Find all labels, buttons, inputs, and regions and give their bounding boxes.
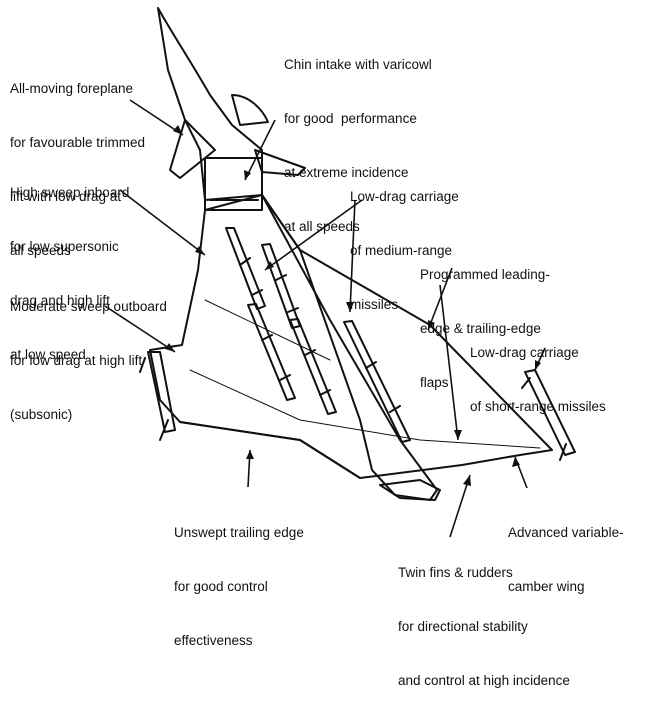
arrowhead-medium-missile-b — [346, 302, 354, 312]
missile-3 — [247, 303, 296, 401]
label-trailing-edge: Unswept trailing edge for good control e… — [174, 525, 304, 648]
foreplane-left — [169, 119, 216, 179]
leader-flaps-a — [427, 267, 453, 331]
fuselage-belly — [261, 194, 438, 501]
aircraft-illustration — [104, 7, 576, 538]
missile-5 — [343, 320, 411, 443]
label-short-missiles: Low-drag carriage of short-range missile… — [470, 345, 606, 414]
arrowhead-intake — [244, 170, 251, 180]
arrowhead-medium-missile-a — [265, 261, 274, 270]
label-intake: Chin intake with varicowl for good perfo… — [284, 57, 432, 234]
wingtip-missile-right — [521, 369, 576, 461]
canopy — [231, 94, 269, 126]
arrowhead-foreplane — [173, 125, 183, 135]
leader-intake — [244, 119, 276, 181]
arrowhead-camber-wing — [512, 457, 520, 467]
leader-medium-missile-a — [264, 199, 363, 271]
label-medium-missiles: Low-drag carriage of medium-range missil… — [350, 189, 459, 312]
twin-fins — [379, 479, 441, 501]
leader-foreplane — [129, 99, 184, 136]
label-high-sweep: High sweep inboard for low supersonic dr… — [10, 185, 130, 362]
arrowhead-short-missiles — [535, 360, 541, 370]
label-foreplane: All-moving foreplane for favourable trim… — [10, 81, 146, 258]
flap-lines — [189, 299, 541, 449]
foreplane-right — [254, 149, 306, 176]
chin-intake — [204, 157, 263, 211]
wingtip-missile-left — [139, 351, 176, 441]
arrowhead-fins — [463, 475, 471, 486]
arrowhead-flaps-a — [428, 320, 435, 330]
label-fins: Twin fins & rudders for directional stab… — [398, 565, 570, 688]
arrowhead-moderate-sweep — [165, 343, 175, 352]
trailing-edge-line — [179, 421, 361, 479]
leader-flaps-b — [439, 284, 459, 441]
leader-high-sweep — [119, 189, 206, 256]
leader-fins — [449, 474, 471, 538]
arrowhead-flaps-b — [454, 430, 462, 440]
arrowhead-trailing-edge — [246, 450, 254, 459]
leader-moderate-sweep — [104, 305, 176, 353]
leader-medium-missile-b — [349, 199, 356, 313]
missile-4 — [289, 318, 337, 415]
label-moderate-sweep: Moderate sweep outboard for low drag at … — [10, 299, 167, 422]
fuselage-nose — [157, 7, 263, 201]
diagram-canvas: All-moving foreplane for favourable trim… — [10, 7, 624, 688]
label-flaps: Programmed leading- edge & trailing-edge… — [420, 267, 550, 390]
missile-1 — [225, 227, 266, 310]
arrowhead-high-sweep — [195, 246, 205, 255]
